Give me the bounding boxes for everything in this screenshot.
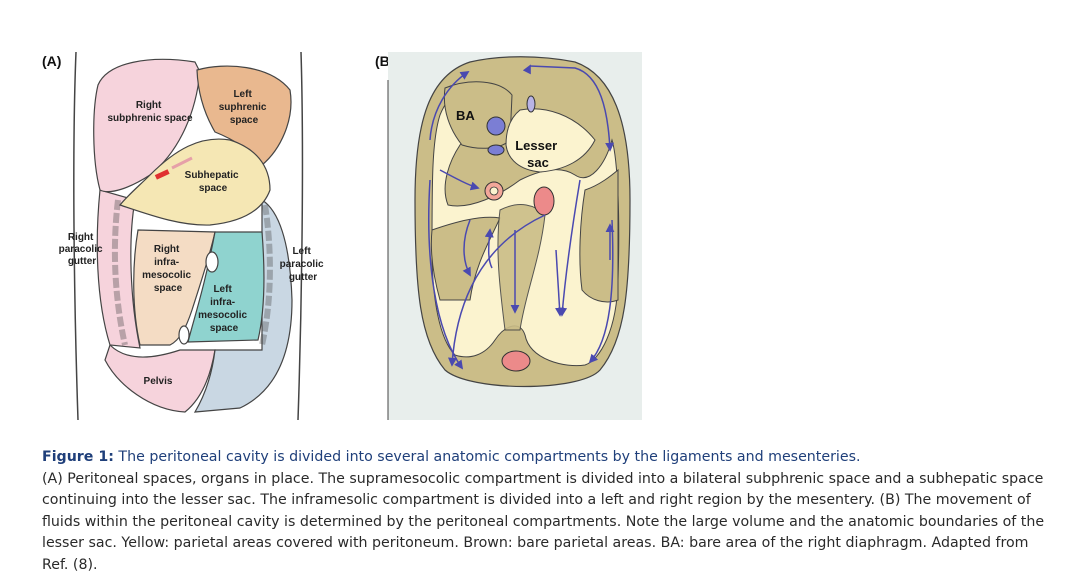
winslow-marker — [154, 169, 170, 180]
panel-a-left-edge — [73, 51, 79, 421]
colon-left-circle — [533, 186, 555, 216]
label-right-inframesocolic: Right infra- mesocolic space — [142, 244, 194, 294]
panel-b: (B) — [375, 52, 642, 420]
descending-colon — [259, 204, 273, 346]
label-subhepatic: Subhepatic space — [185, 170, 242, 194]
label-ba: BA — [456, 108, 475, 123]
ascending-colon — [111, 199, 128, 346]
flow-arrow — [447, 214, 546, 367]
cecum-loop — [205, 251, 219, 273]
panel-a-tag: (A) — [42, 53, 61, 69]
caption-first-line: Figure 1: The peritoneal cavity is divid… — [42, 447, 1052, 469]
rectum-circle — [501, 350, 531, 372]
vena-cava-ellipse — [487, 144, 505, 156]
label-lesser-sac: Lesser sac — [515, 138, 561, 170]
panel-a: (A) Right subphrenic space — [42, 51, 327, 421]
caption-title: The peritoneal cavity is divided into se… — [113, 449, 861, 465]
fluid-arrows — [428, 64, 615, 370]
label-pelvis: Pelvis — [144, 376, 173, 387]
label-right-subphrenic: Right subphrenic space — [107, 100, 192, 124]
aorta-circle — [486, 116, 506, 136]
flow-arrow — [484, 228, 494, 269]
figure-caption: Figure 1: The peritoneal cavity is divid… — [42, 447, 1052, 576]
flow-arrow — [522, 64, 531, 75]
label-left-paracolic: Left paracolic gutter — [280, 246, 327, 283]
left-subphrenic-region — [196, 65, 292, 166]
duodenum-inner — [489, 186, 499, 196]
mesentery-center — [497, 204, 546, 331]
mesentery-right — [579, 168, 619, 303]
flow-arrow — [555, 249, 565, 317]
label-left-subphrenic: Left suphrenic space — [219, 89, 270, 126]
winslow-arrow — [171, 156, 193, 170]
flow-arrow — [439, 169, 480, 191]
left-paracolic-region — [193, 198, 293, 413]
figure-panels: (A) Right subphrenic space — [42, 51, 642, 421]
flow-arrow — [588, 219, 614, 364]
pelvis-region — [104, 343, 216, 413]
label-left-inframesocolic: Left infra- mesocolic space — [198, 284, 250, 334]
mesentery-left — [430, 216, 501, 301]
flow-arrow — [429, 71, 470, 141]
lesser-sac — [505, 108, 596, 173]
label-right-paracolic: Right paracolic gutter — [59, 232, 106, 267]
flow-arrow — [462, 219, 471, 277]
caption-body: (A) Peritoneal spaces, organs in place. … — [42, 470, 1045, 573]
flow-arrow — [558, 179, 581, 317]
small-vessel — [526, 95, 536, 113]
panel-a-right-edge — [297, 51, 304, 421]
flow-arrow — [529, 65, 615, 152]
right-paracolic-region — [96, 189, 141, 349]
sigmoid-loop — [178, 325, 190, 345]
left-inframesocolic-region — [187, 231, 265, 343]
subhepatic-region — [118, 138, 271, 226]
caption-label: Figure 1: — [42, 449, 114, 465]
